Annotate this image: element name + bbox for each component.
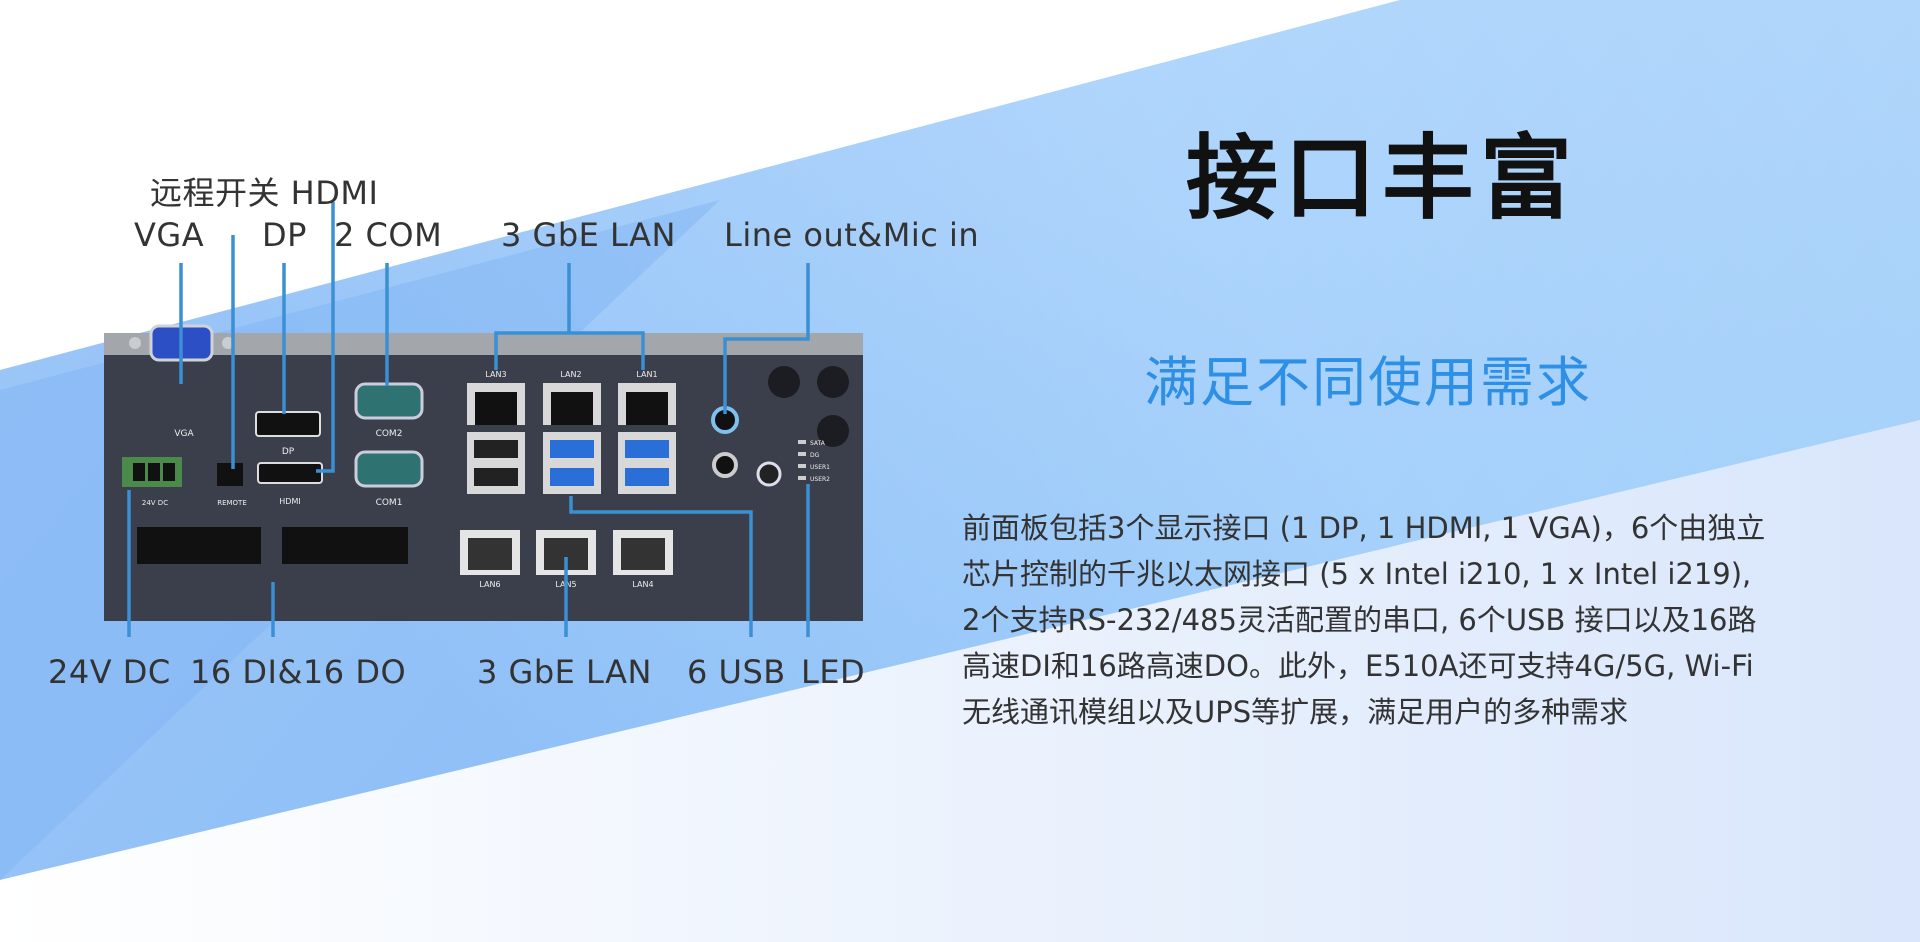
callout-lan-top: 3 GbE LAN [501,216,676,254]
page-subtitle: 满足不同使用需求 [1144,351,1592,414]
svg-text:DG: DG [810,452,820,459]
remote-switch-port [217,463,243,486]
callout-lan-bottom: 3 GbE LAN [477,653,652,691]
lan3-label: LAN3 [485,370,506,379]
com2-port [354,382,424,420]
callout-vga: VGA [134,216,205,254]
device-top-edge [104,333,863,355]
svg-text:USER2: USER2 [810,476,830,483]
lan-bottom-ports [460,530,673,575]
leader-lines [127,202,810,637]
page-title: 接口丰富 [1186,125,1579,232]
description-line: 芯片控制的千兆以太网接口 (5 x Intel i210, 1 x Intel … [962,557,1752,591]
callout-dp: DP [262,216,307,254]
com1-port [354,450,424,488]
description: 前面板包括3个显示接口 (1 DP, 1 HDMI, 1 VGA)，6个由独立 … [962,505,1842,735]
do-terminal-block [282,527,408,564]
callout-remote-hdmi: 远程开关 HDMI [150,174,379,212]
dc-terminal-label: 24V DC [142,499,168,507]
vga-port-label: VGA [174,429,194,439]
antenna-connector [768,366,800,398]
description-line: 2个支持RS-232/485灵活配置的串口, 6个USB 接口以及16路 [962,603,1757,637]
lan1-label: LAN1 [636,370,657,379]
led-indicators: SATA DG USER1 USER2 [798,440,830,483]
callout-usb: 6 USB [687,653,786,691]
usb-ports [467,432,676,494]
callout-led: LED [801,653,866,691]
di-terminal-block [137,527,261,564]
callout-com: 2 COM [334,216,443,254]
lan4-label: LAN4 [632,580,653,589]
lan-top-ports [467,383,676,425]
antenna-connector [817,366,849,398]
lan2-label: LAN2 [560,370,581,379]
com2-port-label: COM2 [376,429,403,439]
svg-text:SATA: SATA [810,440,826,447]
hdmi-port-label: HDMI [279,497,300,506]
description-line: 无线通讯模组以及UPS等扩展，满足用户的多种需求 [962,695,1629,729]
com1-port-label: COM1 [376,498,403,508]
description-line: 高速DI和16路高速DO。此外，E510A还可支持4G/5G, Wi-Fi [962,649,1754,683]
remote-label: REMOTE [217,499,247,507]
hdmi-port [257,462,323,484]
mic-in-jack [712,452,738,478]
dp-port [255,411,321,437]
dp-port-label: DP [282,447,295,457]
svg-text:USER1: USER1 [810,464,830,471]
callout-dio: 16 DI&16 DO [190,653,407,691]
antenna-connector [817,415,849,447]
callout-dc: 24V DC [48,653,171,691]
lan6-label: LAN6 [479,580,500,589]
callout-audio: Line out&Mic in [724,216,980,254]
description-line: 前面板包括3个显示接口 (1 DP, 1 HDMI, 1 VGA)，6个由独立 [962,511,1766,545]
power-button [756,461,782,487]
